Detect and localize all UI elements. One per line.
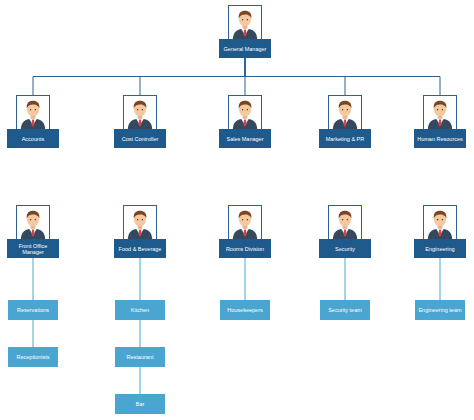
node-label: Sales Manager [227, 136, 264, 142]
org-connector [245, 58, 440, 95]
team-box: Bar [115, 394, 165, 414]
team-box: Security team [320, 300, 370, 320]
node-label: Security [335, 246, 355, 252]
avatar-icon [328, 205, 362, 241]
node-label: Marketing & PR [326, 136, 365, 142]
title-band: Sales Manager [219, 129, 271, 148]
node-label: Security team [328, 307, 362, 313]
avatar-icon [123, 205, 157, 241]
avatar-icon [228, 95, 262, 131]
person-card: Front Office Manager [7, 205, 59, 258]
person-card: Security [319, 205, 371, 258]
org-connector [33, 258, 34, 300]
node-label: Housekeepers [227, 307, 262, 313]
title-band: Security [319, 239, 371, 258]
avatar-icon [228, 205, 262, 241]
title-band: Marketing & PR [319, 129, 371, 148]
title-band: Food & Beverage [114, 239, 166, 258]
node-label: Engineering [425, 246, 454, 252]
node-label: Engineering team [418, 307, 461, 313]
org-connector [140, 258, 141, 300]
org-connector [440, 258, 441, 300]
avatar-icon [423, 95, 457, 131]
org-connector [140, 320, 141, 347]
person-card: General Manager [219, 5, 271, 58]
person-card: Accounts [7, 95, 59, 148]
person-card: Engineering [414, 205, 466, 258]
avatar-icon [228, 5, 262, 41]
org-connector [140, 58, 245, 95]
title-band: Human Resources [414, 129, 466, 148]
node-label: Rooms Division [226, 246, 264, 252]
person-card: Food & Beverage [114, 205, 166, 258]
title-band: Cost Controller [114, 129, 166, 148]
person-card: Human Resources [414, 95, 466, 148]
node-label: Bar [136, 401, 145, 407]
avatar-icon [423, 205, 457, 241]
node-label: Receptionists [16, 354, 49, 360]
node-label: Food & Beverage [119, 246, 162, 252]
team-box: Housekeepers [220, 300, 270, 320]
org-connector [245, 258, 246, 300]
node-label: Restaurant [127, 354, 154, 360]
title-band: Accounts [7, 129, 59, 148]
org-connector [345, 258, 346, 300]
org-connector [33, 320, 34, 347]
org-connector [140, 367, 141, 394]
node-label: Reservations [17, 307, 49, 313]
team-box: Engineering team [415, 300, 465, 320]
avatar-icon [16, 95, 50, 131]
team-box: Restaurant [115, 347, 165, 367]
title-band: Rooms Division [219, 239, 271, 258]
team-box: Receptionists [8, 347, 58, 367]
node-label: General Manager [224, 46, 267, 52]
avatar-icon [328, 95, 362, 131]
node-label: Kitchen [131, 307, 149, 313]
title-band: General Manager [219, 39, 271, 58]
title-band: Engineering [414, 239, 466, 258]
person-card: Sales Manager [219, 95, 271, 148]
node-label: Cost Controller [122, 136, 159, 142]
node-label: Human Resources [417, 136, 463, 142]
avatar-icon [123, 95, 157, 131]
node-label: Front Office Manager [8, 243, 58, 255]
org-connector [33, 58, 245, 95]
person-card: Rooms Division [219, 205, 271, 258]
person-card: Cost Controller [114, 95, 166, 148]
node-label: Accounts [22, 136, 45, 142]
avatar-icon [16, 205, 50, 241]
person-card: Marketing & PR [319, 95, 371, 148]
team-box: Kitchen [115, 300, 165, 320]
title-band: Front Office Manager [7, 239, 59, 258]
team-box: Reservations [8, 300, 58, 320]
